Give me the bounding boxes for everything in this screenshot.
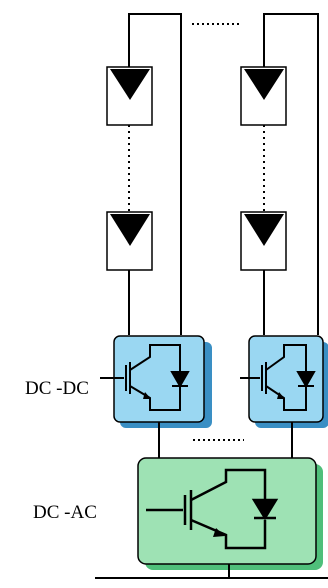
dc-ac-label: DC -AC [33,502,97,523]
igbt-diode-icon [240,344,316,411]
solar-panel-icon [240,66,287,126]
solar-panel-icon [240,211,287,271]
solar-panel-icon [106,211,153,271]
dc-link-wires [158,422,293,458]
string-left-positive-wire [128,13,182,335]
ac-output-bus [95,564,328,579]
dc-ac-inverter [137,457,323,570]
solar-panel-icon [106,66,153,126]
string-right-positive-wire [263,13,319,335]
igbt-diode-icon [146,468,279,550]
dc-dc-converter-right [240,335,328,428]
pv-string-right [240,13,319,335]
igbt-diode-icon [100,344,190,411]
dc-dc-converter-left [100,335,212,428]
dc-dc-label: DC -DC [25,378,89,399]
pv-string-left [106,13,182,335]
